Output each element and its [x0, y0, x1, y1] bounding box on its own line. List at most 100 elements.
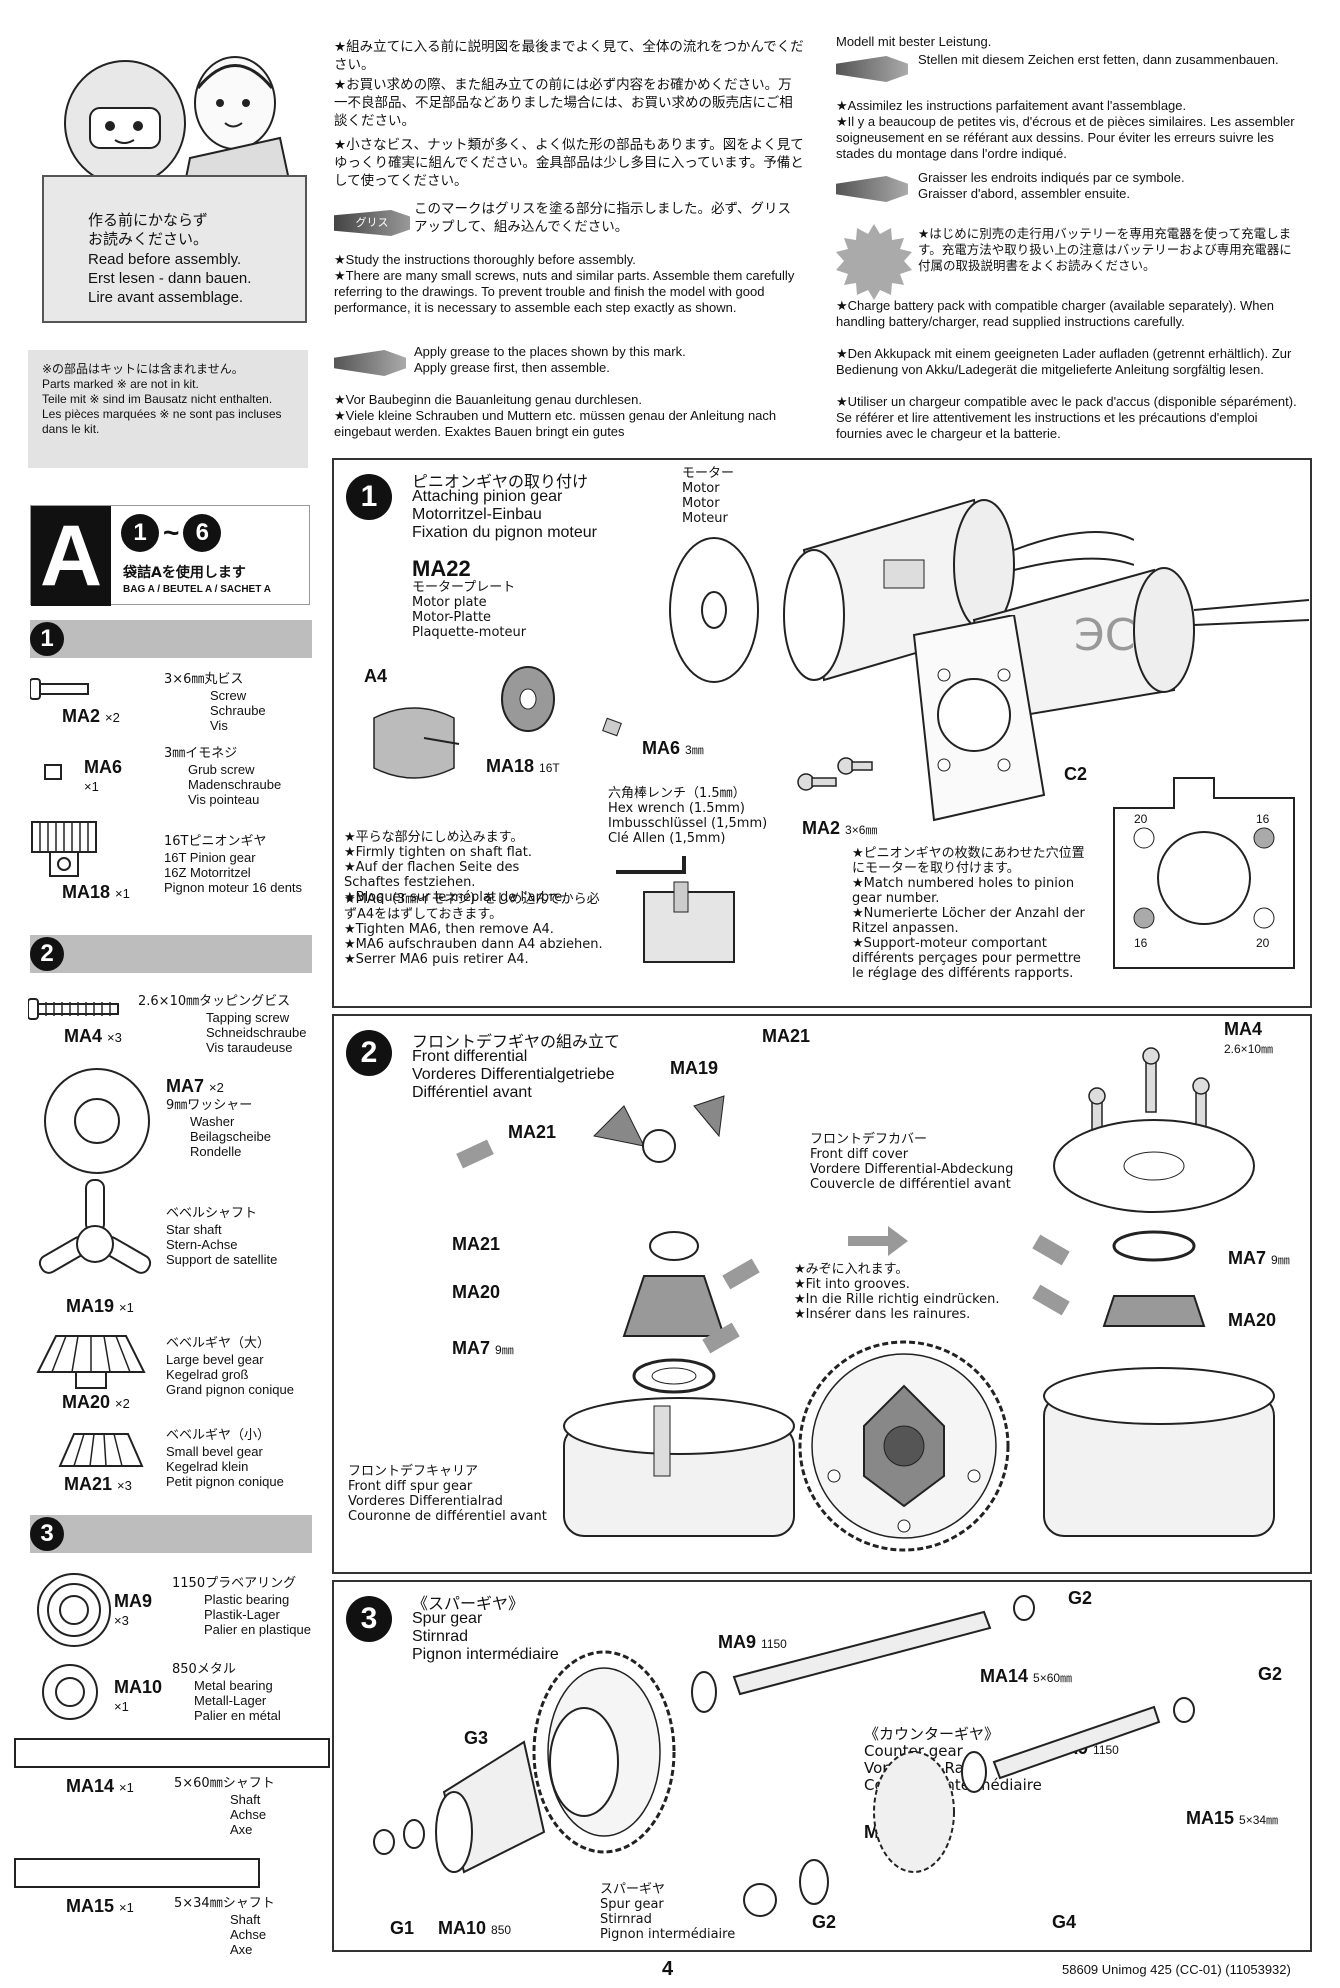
side-ma4-desc: Tapping screw Schneidschraube Vis taraud… — [206, 1010, 307, 1055]
step1-note3: ★ピニオンギヤの枚数にあわせた穴位置にモーターを取り付けます。 ★Match n… — [852, 846, 1085, 981]
step3-title-en: Spur gear — [412, 1610, 483, 1627]
step1-ma2: MA2 3×6㎜ — [802, 818, 878, 838]
side-ma14-jp: 5×60㎜シャフト — [174, 1776, 275, 1791]
step1-title-jp: ピニオンギヤの取り付け — [412, 472, 589, 491]
side-ma9-jp: 1150プラベアリング — [172, 1576, 297, 1591]
step3-g3: G3 — [464, 1728, 489, 1748]
bag-letter: A — [31, 506, 111, 606]
side-ma21-jp: ベベルギヤ（小） — [166, 1428, 271, 1443]
step2-ma7-right: MA7 9㎜ — [1228, 1248, 1290, 1268]
parts-note-en: Parts marked ※ are not in kit. — [42, 377, 199, 391]
instruction-jp-2: ★お買い求めの際、また組み立ての前には必ず内容をお確かめください。万一不良部品、… — [334, 77, 793, 129]
grease-fr-text: Graisser les endroits indiqués par ce sy… — [918, 170, 1185, 201]
motor-plate-c2-drawing — [894, 613, 1054, 825]
side-ma2-code: MA2 ×2 — [62, 706, 120, 726]
read-before-assembly-box: 作る前にかならず お読みください。 Read before assembly. … — [42, 175, 307, 323]
side-ma14-code: MA14 ×1 — [66, 1776, 134, 1796]
side-ma15-code: MA15 ×1 — [66, 1896, 134, 1916]
side-ma15-jp: 5×34㎜シャフト — [174, 1896, 275, 1911]
step1-ma22-desc: モータープレート Motor plate Motor-Platte Plaque… — [412, 580, 527, 640]
side-ma18-code: MA18 ×1 — [62, 882, 130, 902]
step1-title-fr: Fixation du pignon moteur — [412, 524, 597, 541]
side-ma20-code: MA20 ×2 — [62, 1392, 130, 1412]
side-ma6-jp: 3㎜イモネジ — [164, 746, 238, 761]
step2-ma21-c: MA21 — [452, 1234, 501, 1254]
side-ma21-code: MA21 ×3 — [64, 1474, 132, 1494]
footer-code: 58609 Unimog 425 (CC-01) (11053932) — [1062, 1962, 1291, 1977]
side-ma7-code: MA7 ×2 — [166, 1076, 224, 1096]
grease-mark-fr — [836, 176, 908, 202]
intro-en: Read before assembly. — [88, 251, 242, 268]
step3-g4: G4 — [1052, 1912, 1077, 1932]
hole-label-3: 16 — [1134, 936, 1148, 950]
step3-title-fr: Pignon intermédiaire — [412, 1646, 559, 1663]
step2-title-jp: フロントデフギヤの組み立て — [412, 1032, 621, 1051]
side-ma21-desc: Small bevel gear Kegelrad klein Petit pi… — [166, 1444, 284, 1489]
side-ma2-desc: Screw Schraube Vis — [210, 688, 266, 733]
step1-note1: ★平らな部分にしめ込みます。 ★Firmly tighten on shaft … — [344, 830, 567, 905]
ma20-bevel-gear-icon — [36, 1332, 146, 1390]
battery-de: ★Den Akkupack mit einem geeigneten Lader… — [836, 346, 1292, 377]
parts-note-jp: ※の部品はキットには含まれません。 — [42, 362, 244, 376]
spur-gear-drawing — [354, 1642, 714, 1902]
instruction-fr-2: ★Il y a beaucoup de petites vis, d'écrou… — [836, 114, 1295, 161]
step3-g2-right: G2 — [1258, 1664, 1283, 1684]
side-ma7-jp: 9㎜ワッシャー — [166, 1098, 253, 1113]
bag-langs: BAG A / BEUTEL A / SACHET A — [123, 584, 271, 595]
grease-de-text: Stellen mit diesem Zeichen erst fetten, … — [918, 52, 1279, 67]
grease-arrow-1 — [456, 1139, 494, 1169]
step1-motor-label: モーター Motor Motor Moteur — [682, 466, 735, 526]
side-ma18-desc: 16T Pinion gear 16Z Motorritzel Pignon m… — [164, 850, 303, 895]
side-ma19-code: MA19 ×1 — [66, 1296, 134, 1316]
step2-groove-note: ★みぞに入れます。 ★Fit into grooves. ★In die Ril… — [794, 1262, 1000, 1322]
step3-num: 3 — [346, 1596, 392, 1642]
motor-plate-holes-drawing: 20 16 16 20 — [1104, 768, 1304, 998]
step3-title-jp: 《スパーギヤ》 — [412, 1594, 525, 1613]
battery-jp: ★はじめに別売の走行用バッテリーを専用充電器を使って充電します。充電方法や取り扱… — [918, 226, 1292, 273]
ma10-metal-bearing-icon — [40, 1662, 100, 1722]
side-ma20-jp: ベベルギヤ（大） — [166, 1336, 271, 1351]
diff-gear-assembled-drawing — [794, 1336, 1014, 1556]
instruction-de-cont: Modell mit bester Leistung. — [836, 34, 992, 49]
step2-ma21-b: MA21 — [762, 1026, 811, 1046]
side-ma7-desc: Washer Beilagscheibe Rondelle — [190, 1114, 271, 1159]
ma14-shaft-icon — [14, 1738, 330, 1768]
side-ma6-code: MA6×1 — [84, 757, 123, 794]
step1-ma6: MA6 3㎜ — [642, 738, 704, 758]
side-step1-bar — [30, 620, 312, 658]
step2-ma19: MA19 — [670, 1058, 719, 1078]
instruction-en-2: ★There are many small screws, nuts and s… — [334, 268, 795, 315]
step1-note2: ★MA6（3㎜イモネジ）をしめ込んでから必ずA4をはずしておきます。 ★Tigh… — [344, 892, 603, 967]
ma9-bearing-icon — [34, 1570, 114, 1650]
intro-de: Erst lesen - dann bauen. — [88, 270, 252, 287]
side-ma20-desc: Large bevel gear Kegelrad groß Grand pig… — [166, 1352, 294, 1397]
intro-fr: Lire avant assemblage. — [88, 289, 244, 306]
step1-title-en: Attaching pinion gear — [412, 488, 563, 505]
side-step3-bar — [30, 1515, 312, 1553]
step3-ma9-a: MA9 1150 — [718, 1632, 787, 1652]
side-step2-num: 2 — [30, 937, 64, 971]
bag-jp: 袋詰Aを使用します — [123, 565, 246, 581]
step2-title-en: Front differential — [412, 1048, 528, 1065]
side-ma14-desc: Shaft Achse Axe — [230, 1792, 267, 1837]
step3-panel: 3 《スパーギヤ》 Spur gear Stirnrad Pignon inte… — [332, 1580, 1312, 1952]
step1-ma18: MA18 16T — [486, 756, 560, 776]
front-diff-exploded-drawing — [554, 1086, 834, 1556]
battery-fr: ★Utiliser un chargeur compatible avec le… — [836, 394, 1297, 441]
side-ma18-jp: 16Tピニオンギヤ — [164, 834, 267, 849]
side-ma9-desc: Plastic bearing Plastik-Lager Palier en … — [204, 1592, 311, 1637]
step1-title-de: Motorritzel-Einbau — [412, 506, 542, 523]
hole-label-2: 16 — [1256, 812, 1270, 826]
side-ma15-desc: Shaft Achse Axe — [230, 1912, 267, 1957]
parts-not-in-kit-note: ※の部品はキットには含まれません。 Parts marked ※ are not… — [28, 350, 308, 468]
step2-num: 2 — [346, 1030, 392, 1076]
step2-panel: 2 フロントデフギヤの組み立て Front differential Vorde… — [332, 1014, 1312, 1574]
bag-range-start: 1 — [121, 514, 159, 552]
side-ma10-code: MA10×1 — [114, 1677, 163, 1714]
instruction-fr-1: ★Assimilez les instructions parfaitement… — [836, 98, 1187, 113]
side-ma19-desc: Star shaft Stern-Achse Support de satell… — [166, 1222, 278, 1267]
parts-note-fr: Les pièces marquées ※ ne sont pas inclus… — [42, 407, 282, 436]
step1-a4: A4 — [364, 666, 388, 686]
side-step1-num: 1 — [30, 622, 64, 656]
